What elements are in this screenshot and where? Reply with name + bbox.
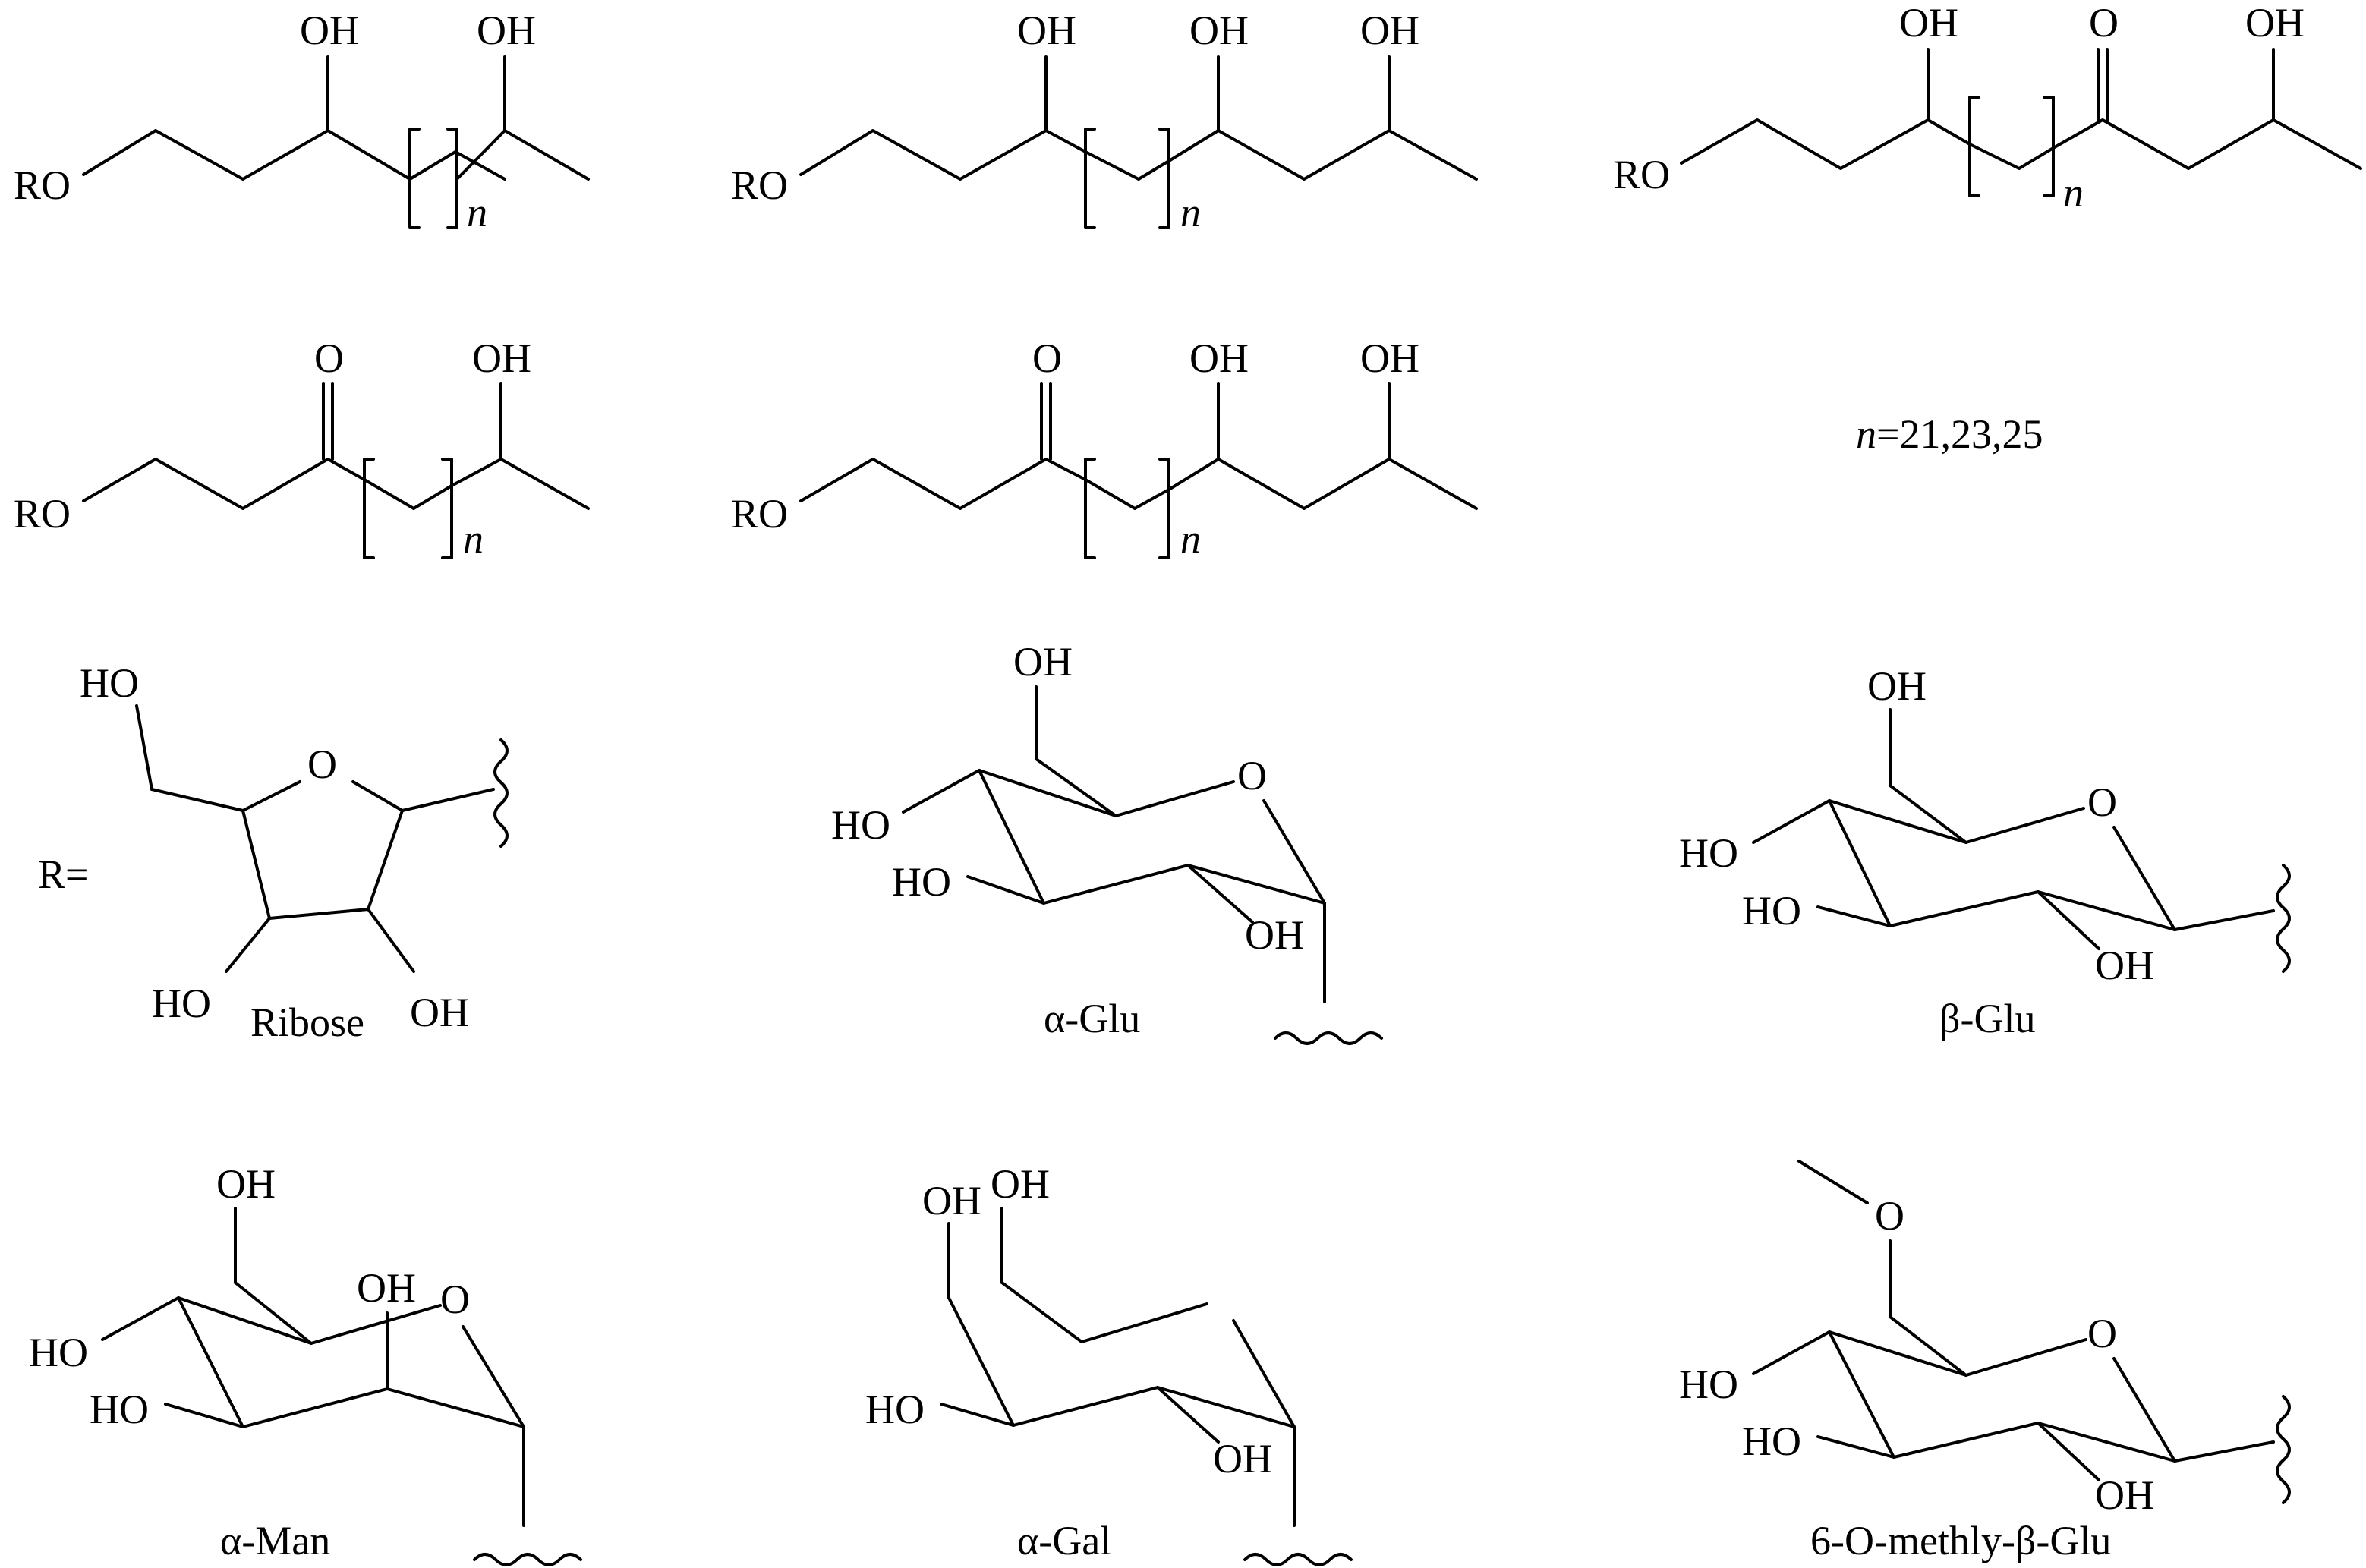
oh-label: OH (477, 8, 536, 53)
ho-label: HO (1679, 1362, 1738, 1407)
methyl-beta-glu-caption: 6-O-methly-β-Glu (1810, 1518, 2111, 1563)
oh-label: OH (1213, 1436, 1272, 1481)
oh-label: OH (1867, 663, 1927, 709)
structure-4: RO O OH n (14, 335, 590, 562)
structure-2: RO OH OH OH n (731, 8, 1478, 235)
ho-label: HO (90, 1387, 149, 1432)
alpha-man-caption: α-Man (220, 1518, 330, 1563)
ho-label: HO (892, 859, 951, 905)
alpha-glu-caption: α-Glu (1044, 996, 1140, 1041)
structure-5: RO O OH OH n (731, 335, 1478, 562)
r-equals-label: R= (38, 852, 88, 897)
oh-label: OH (357, 1265, 416, 1311)
alpha-man-structure: OH O OH HO HO α-Man (29, 1161, 582, 1566)
n-symbol: n (1856, 411, 1876, 457)
n-subscript: n (467, 190, 487, 235)
oh-label: OH (2095, 943, 2154, 988)
oh-label: OH (216, 1161, 276, 1207)
o-label: O (2087, 779, 2117, 825)
oh-label: OH (1245, 912, 1304, 958)
alpha-gal-caption: α-Gal (1017, 1518, 1111, 1563)
o-label: O (1032, 335, 1062, 381)
n-values: n=21,23,25 (1856, 411, 2043, 457)
oh-label: OH (1017, 8, 1076, 53)
oh-label: OH (1360, 335, 1419, 381)
beta-glu-structure: OH O HO HO OH β-Glu (1679, 663, 2291, 1041)
n-values-text: n=21,23,25 (1856, 411, 2043, 457)
o-label: O (307, 741, 337, 787)
oh-label: OH (1360, 8, 1419, 53)
o-label: O (2089, 0, 2119, 46)
oh-label: OH (1013, 639, 1073, 685)
o-label: O (314, 335, 344, 381)
oh-label: OH (300, 8, 359, 53)
ho-label: HO (1742, 1418, 1801, 1464)
structure-1: RO OH OH n (14, 8, 590, 235)
oh-label: OH (1189, 8, 1249, 53)
ribose-caption: Ribose (250, 1000, 364, 1045)
n-subscript: n (2063, 170, 2084, 216)
oh-label: OH (2095, 1472, 2154, 1518)
oh-label: OH (922, 1178, 981, 1223)
ho-label: HO (152, 981, 211, 1026)
o-label: O (1237, 753, 1267, 798)
beta-glu-caption: β-Glu (1939, 996, 2035, 1041)
n-subscript: n (463, 516, 484, 562)
ro-label: RO (1613, 152, 1670, 197)
ro-label: RO (14, 491, 71, 537)
ro-label: RO (14, 162, 71, 208)
oh-label: OH (410, 990, 469, 1035)
oh-label: OH (1189, 335, 1249, 381)
ro-label: RO (731, 491, 788, 537)
alpha-gal-structure: OH OH HO OH α-Gal (865, 1161, 1353, 1566)
ho-label: HO (831, 802, 890, 848)
methyl-beta-glu-structure: O O HO HO OH 6-O-methly-β-Glu (1679, 1160, 2291, 1563)
ho-label: HO (80, 660, 139, 706)
structure-3: RO OH O OH n (1613, 0, 2362, 216)
oh-label: OH (1899, 0, 1958, 46)
ribose-structure: HO O HO OH Ribose (80, 660, 509, 1045)
o-label: O (2087, 1311, 2117, 1356)
oh-label: OH (991, 1161, 1050, 1207)
ho-label: HO (1679, 830, 1738, 876)
n-subscript: n (1180, 190, 1201, 235)
ho-label: HO (1742, 888, 1801, 934)
ho-label: HO (29, 1330, 88, 1375)
n-subscript: n (1180, 516, 1201, 562)
ro-label: RO (731, 162, 788, 208)
o-label: O (440, 1277, 470, 1322)
n-values-list: =21,23,25 (1876, 411, 2043, 457)
alpha-glu-structure: OH O HO HO OH α-Glu (831, 639, 1383, 1045)
oh-label: OH (2245, 0, 2305, 46)
o-label: O (1875, 1193, 1904, 1239)
ho-label: HO (865, 1387, 925, 1432)
oh-label: OH (472, 335, 531, 381)
